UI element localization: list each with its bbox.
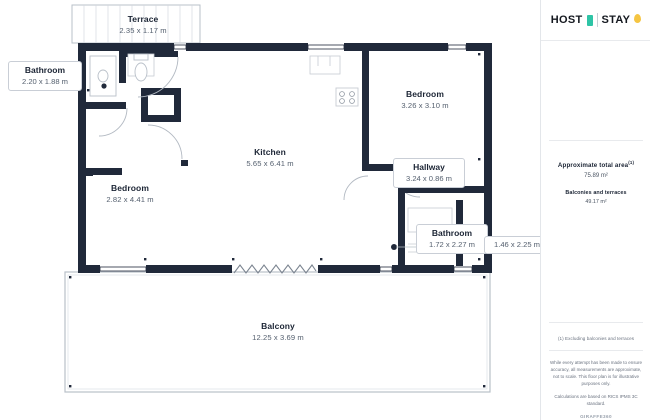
room-name-bathroom-1: Bathroom	[24, 65, 66, 75]
room-name-bathroom-2: Bathroom	[431, 228, 473, 238]
room-name-hallway: Hallway	[413, 162, 445, 172]
brand-bar-icon	[586, 14, 593, 26]
area-total-value: 75.89 m²	[584, 173, 608, 180]
location-pin-icon	[634, 13, 642, 23]
area-footnote: (1) Excluding balconies and terraces	[557, 336, 635, 341]
sidebar-divider-top	[549, 140, 643, 141]
brand-word-stay: STAY	[601, 14, 631, 26]
room-callout-hallway[interactable]: Hallway 3.24 x 0.86 m	[393, 158, 465, 189]
area-total-label: Approximate total area(1)	[541, 160, 650, 169]
room-dim-hallway: 3.24 x 0.86 m	[405, 173, 452, 183]
brand-logo[interactable]: HOST STAY	[541, 0, 650, 41]
room-dim-bathroom-1: 2.20 x 1.88 m	[21, 76, 68, 86]
accuracy-disclaimer: While every attempt has been made to ens…	[549, 360, 643, 386]
sidebar-divider-mid	[549, 322, 643, 323]
rics-standard-note: Calculations are based on RICS IPMS 3C s…	[554, 394, 638, 406]
provider-watermark: GIRAFFE360	[580, 414, 612, 419]
dimension-callout-extra[interactable]: 1.46 x 2.25 m	[484, 236, 540, 255]
area-total-footnote-marker: (1)	[628, 160, 635, 165]
sidebar-divider-bottom	[549, 350, 643, 351]
room-callout-bathroom-2[interactable]: Bathroom 1.72 x 2.27 m	[416, 224, 488, 255]
brand-divider	[596, 13, 598, 27]
info-sidebar: HOST STAY Approximate total area(1) 75.8…	[540, 0, 650, 420]
room-dim-bathroom-2: 1.72 x 2.27 m	[428, 239, 475, 249]
area-balconies-value: 49.17 m²	[585, 199, 607, 206]
floorplan-drawing	[64, 4, 492, 393]
brand-word-host: HOST	[550, 14, 583, 26]
area-summary: Approximate total area(1) 75.89 m² Balco…	[541, 160, 650, 205]
dimension-value-extra: 1.46 x 2.25 m	[493, 240, 540, 249]
area-balconies-label: Balconies and terraces	[565, 190, 627, 197]
floorplan-canvas[interactable]: Terrace 2.35 x 1.17 m Bathroom 2.20 x 1.…	[0, 0, 540, 420]
area-total-label-text: Approximate total area	[557, 162, 629, 170]
room-callout-bathroom-1[interactable]: Bathroom 2.20 x 1.88 m	[8, 61, 82, 92]
